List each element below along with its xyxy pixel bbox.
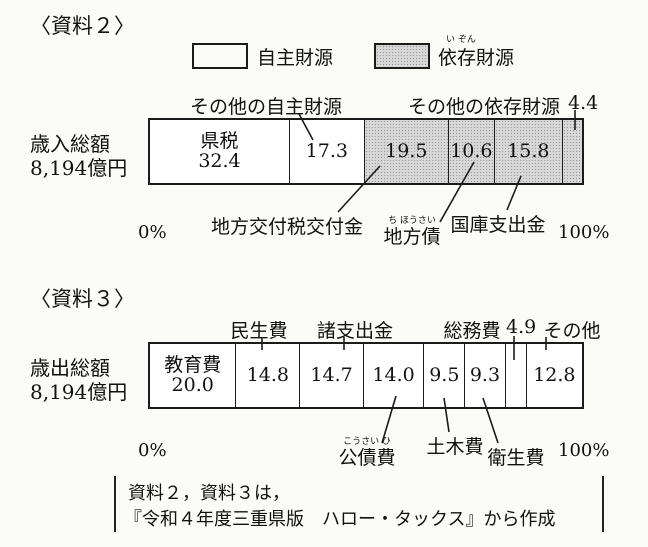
source-note-line2: 『令和４年度三重県版 ハロー・タックス』から作成 <box>124 509 556 530</box>
chart2-segment-4-value: 9.5 <box>429 363 460 386</box>
chart2-segment-5-label: 衛生費 <box>487 447 545 469</box>
chart2-axis-label-line2: 8,194億円 <box>30 380 128 404</box>
chart2-segment-5-value: 9.3 <box>469 363 501 386</box>
chart1-axis-label-line2: 8,194億円 <box>30 156 128 180</box>
chart2-tick-0: 0% <box>138 440 167 461</box>
chart2-tick-100: 100% <box>558 440 610 461</box>
chart1-segment-2-label: 地方交付税交付金 <box>210 216 363 238</box>
chart2-segment-2-label: 諸支出金 <box>316 320 393 342</box>
chart1-segment-5 <box>562 120 582 183</box>
chart1-tick-0: 0% <box>138 222 167 243</box>
chart1-segment-3-value: 10.6 <box>450 139 493 162</box>
chart2-segment-4-label: 土木費 <box>426 436 484 458</box>
chart2-segment-4: 9.5 <box>424 344 466 407</box>
chart1-segment-1: 17.3 <box>290 120 365 183</box>
chart1-segment-3-label: 地方債 <box>383 226 441 248</box>
chart2-title: 〈資料３〉 <box>30 287 135 311</box>
chart1-segment-4-value: 15.8 <box>507 139 550 162</box>
chart1-tick-100: 100% <box>558 222 610 243</box>
chart1-segment-4: 15.8 <box>494 120 563 183</box>
chart1-segment-4-label: 国庫支出金 <box>450 214 546 236</box>
chart1-segment-0-value: 32.4 <box>198 149 241 172</box>
chart2-segment-5: 9.3 <box>465 344 506 407</box>
chart2-segment-1: 14.8 <box>236 344 301 407</box>
chart2-segment-2: 14.7 <box>300 344 364 407</box>
chart2-segment-6-label: 総務費 <box>443 320 501 342</box>
chart2-segment-1-value: 14.8 <box>246 363 289 386</box>
chart1-segment-5-label: その他の依存財源 <box>407 96 560 118</box>
source-note-line1: 資料２，資料３は， <box>128 483 290 504</box>
chart2-segment-6-value-outside: 4.9 <box>506 316 537 338</box>
chart1-title: 〈資料２〉 <box>30 14 135 38</box>
chart2-segment-0-name: 教育費 <box>164 353 222 376</box>
chart2-segment-3: 14.0 <box>364 344 425 407</box>
chart2-segment-7-value: 12.8 <box>533 363 576 386</box>
source-note-frame <box>114 476 604 532</box>
legend-label-dep: 依存財源 <box>438 47 515 69</box>
chart2-segment-3-ruby: こうさい ひ <box>343 437 391 447</box>
legend-label-own: 自主財源 <box>257 47 334 69</box>
chart1-segment-2: 19.5 <box>364 120 449 183</box>
chart1-segment-5-value-outside: 4.4 <box>568 92 599 114</box>
chart1-segment-1-label: その他の自主財源 <box>189 96 342 118</box>
chart2-axis-label-line1: 歳出総額 <box>30 356 110 380</box>
chart2-segment-2-value: 14.7 <box>310 363 353 386</box>
chart2-segment-6 <box>506 344 527 407</box>
chart2-segment-3-label: 公債費 <box>338 447 396 469</box>
chart1-axis-label-line1: 歳入総額 <box>30 132 110 156</box>
chart2-segment-7-label: その他 <box>543 320 601 342</box>
legend-swatch-dep <box>374 43 430 69</box>
chart2-segment-0-value: 20.0 <box>171 373 214 396</box>
chart1-segment-0-name: 県税 <box>200 129 239 152</box>
chart1-segment-2-value: 19.5 <box>385 139 428 162</box>
chart2-segment-7: 12.8 <box>527 344 582 407</box>
legend-swatch-own <box>192 43 248 69</box>
chart2-segment-1-label: 民生費 <box>230 320 288 342</box>
legend-ruby-dep: い ぞん <box>446 35 476 45</box>
chart2-segment-3-value: 14.0 <box>372 363 415 386</box>
chart1-segment-3: 10.6 <box>448 120 495 183</box>
chart1-segment-3-ruby: ち ほうさい <box>388 216 436 226</box>
chart1-segment-1-value: 17.3 <box>305 139 348 162</box>
